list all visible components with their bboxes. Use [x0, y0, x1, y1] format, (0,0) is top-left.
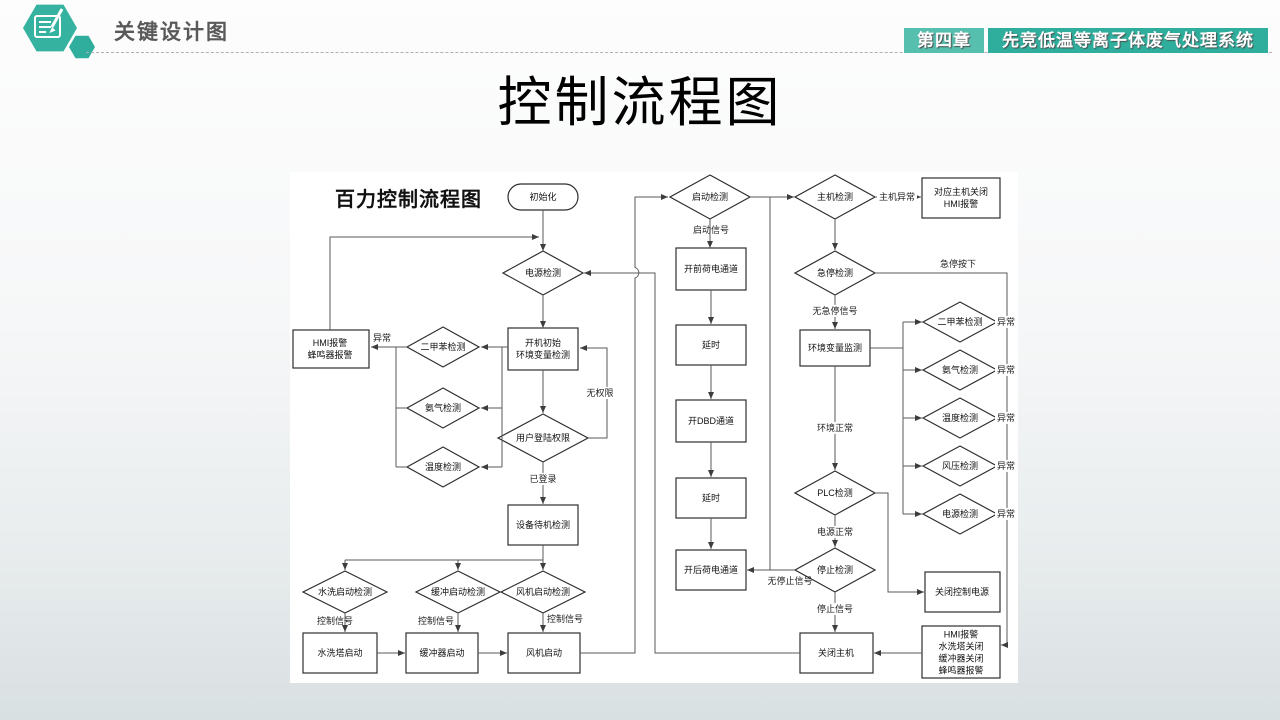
node-rear-channel	[675, 549, 747, 591]
flowchart-canvas: 百力控制流程图 初始化 启动检测 主机检测 对应主机关闭 HMI报警 电源检测 …	[290, 172, 1018, 683]
node-estop-detect-label: 急停检测	[816, 267, 854, 278]
node-buffer-start	[405, 632, 479, 674]
edge-label-control-signal-fan: 控制信号	[546, 613, 584, 624]
node-right-check-3	[921, 445, 999, 487]
node-left-check-2-label: 温度检测	[424, 461, 462, 472]
node-wash-tower-start	[302, 632, 378, 674]
edge-label-abnormal-r1: 异常	[994, 363, 1018, 377]
edge-label-host-abnormal: 主机异常	[876, 190, 918, 204]
node-buffer-start-detect-label: 缓冲启动检测	[430, 586, 486, 597]
node-right-check-1-label: 氨气检测	[941, 364, 979, 375]
edge-label-no-permission: 无权限	[584, 386, 616, 400]
node-right-check-4	[921, 493, 999, 535]
document-pen-icon	[8, 0, 108, 64]
edge-left-checks-abnormal-trunk	[395, 346, 407, 468]
node-hmi-alarm-label: HMI报警 蜂鸣器报警	[307, 337, 353, 360]
node-right-check-4-label: 电源检测	[941, 508, 979, 519]
node-buffer-start-label: 缓冲器启动	[419, 647, 465, 658]
chapter-title: 先竞低温等离子体废气处理系统	[988, 28, 1268, 53]
edge-hmi-loop-to-power-detect	[329, 234, 539, 330]
node-delay-1	[675, 324, 747, 366]
edge-label-control-signal-buffer: 控制信号	[417, 615, 455, 626]
node-host-detect-label: 主机检测	[816, 191, 854, 202]
node-host-close-label: 对应主机关闭 HMI报警	[933, 186, 989, 209]
node-left-check-0-label: 二甲苯检测	[420, 341, 466, 352]
edge-label-stop-signal: 停止信号	[814, 602, 856, 616]
node-host-close	[921, 177, 1001, 219]
node-left-check-2	[405, 446, 481, 488]
node-delay-2	[675, 477, 747, 519]
node-start-detect-label: 启动检测	[691, 191, 729, 202]
node-right-check-2-label: 温度检测	[941, 412, 979, 423]
node-startup-env	[507, 327, 579, 371]
edge-label-env-normal: 环境正常	[814, 421, 856, 435]
edge-label-abnormal-r0: 异常	[994, 315, 1018, 329]
node-delay-2-label: 延时	[701, 492, 721, 503]
node-front-channel-label: 开前荷电通道	[683, 263, 739, 274]
node-right-check-2	[921, 397, 999, 439]
edge-startup-env-branch-trunk	[501, 346, 508, 467]
chapter-banner: 第四章 先竞低温等离子体废气处理系统	[904, 28, 1268, 53]
edge-estop-to-shutdown-alarm	[875, 272, 1008, 648]
node-plc-detect-label: PLC检测	[817, 487, 853, 498]
node-stop-detect-label: 停止检测	[816, 564, 854, 575]
edge-label-logged-in: 已登录	[527, 472, 559, 486]
node-dbd-channel-label: 开DBD通道	[687, 415, 735, 426]
edge-label-start-signal: 启动信号	[692, 224, 730, 235]
node-close-ctrl-power	[924, 571, 1001, 613]
node-close-host	[799, 632, 874, 674]
node-login-label: 用户登陆权限	[515, 432, 571, 443]
flowchart-title: 百力控制流程图	[335, 189, 482, 211]
node-close-ctrl-power-label: 关闭控制电源	[934, 586, 990, 597]
chapter-badge: 第四章	[904, 28, 984, 53]
section-title: 关键设计图	[114, 21, 229, 44]
node-right-check-3-label: 风压检测	[941, 460, 979, 471]
node-left-check-1	[405, 387, 481, 429]
node-env-monitor-label: 环境变量监测	[807, 342, 863, 353]
edge-label-abnormal-r4: 异常	[994, 507, 1018, 521]
page-title: 控制流程图	[497, 73, 783, 133]
node-rear-channel-label: 开后荷电通道	[683, 564, 739, 575]
node-close-host-label: 关闭主机	[817, 647, 855, 658]
edge-label-estop-pressed: 急停按下	[939, 258, 977, 269]
edge-standby-split	[345, 545, 544, 561]
edge-label-abnormal-left: 异常	[372, 332, 392, 343]
node-dbd-channel	[675, 399, 747, 443]
node-right-check-0-label: 二甲苯检测	[937, 316, 983, 327]
edge-label-abnormal-r2: 异常	[994, 411, 1018, 425]
node-delay-1-label: 延时	[701, 339, 721, 350]
node-left-check-0	[405, 326, 481, 368]
flowchart-graphic	[292, 174, 1008, 679]
node-fan-start-label: 风机启动	[525, 647, 563, 658]
node-standby-detect-label: 设备待机检测	[515, 519, 571, 530]
edge-fan-start-to-start-detect	[580, 194, 668, 654]
node-init-label: 初始化	[529, 191, 557, 202]
edge-label-power-normal: 电源正常	[814, 525, 856, 539]
edge-env-monitor-trunk	[870, 322, 904, 514]
node-wash-start-detect-label: 水洗启动检测	[317, 586, 373, 597]
edge-label-no-estop-signal: 无急停信号	[810, 304, 860, 318]
node-fan-start	[507, 632, 581, 674]
logo-hexagon-icon	[23, 4, 95, 59]
node-standby-detect	[507, 504, 579, 546]
node-right-check-1	[921, 349, 999, 391]
edge-plc-to-close-ctrl-power	[875, 492, 924, 595]
node-right-check-0	[921, 301, 999, 343]
node-fan-start-detect-label: 风机启动检测	[515, 586, 571, 597]
header-divider	[86, 52, 1272, 53]
node-power-detect-label: 电源检测	[524, 267, 562, 278]
edge-label-no-stop-signal: 无停止信号	[767, 575, 813, 586]
node-wash-tower-start-label: 水洗塔启动	[317, 647, 363, 658]
edge-label-control-signal-wash: 控制信号	[316, 615, 354, 626]
node-left-check-1-label: 氨气检测	[424, 402, 462, 413]
edge-label-abnormal-r3: 异常	[994, 459, 1018, 473]
node-shutdown-alarm	[921, 625, 1001, 679]
edge-close-host-to-power-detect	[584, 270, 800, 654]
node-startup-env-label: 开机初始 环境变量检测	[515, 337, 571, 360]
node-shutdown-alarm-label: HMI报警 水洗塔关闭 缓冲器关闭 蜂鸣器报警	[938, 629, 984, 677]
node-hmi-alarm	[292, 329, 370, 369]
